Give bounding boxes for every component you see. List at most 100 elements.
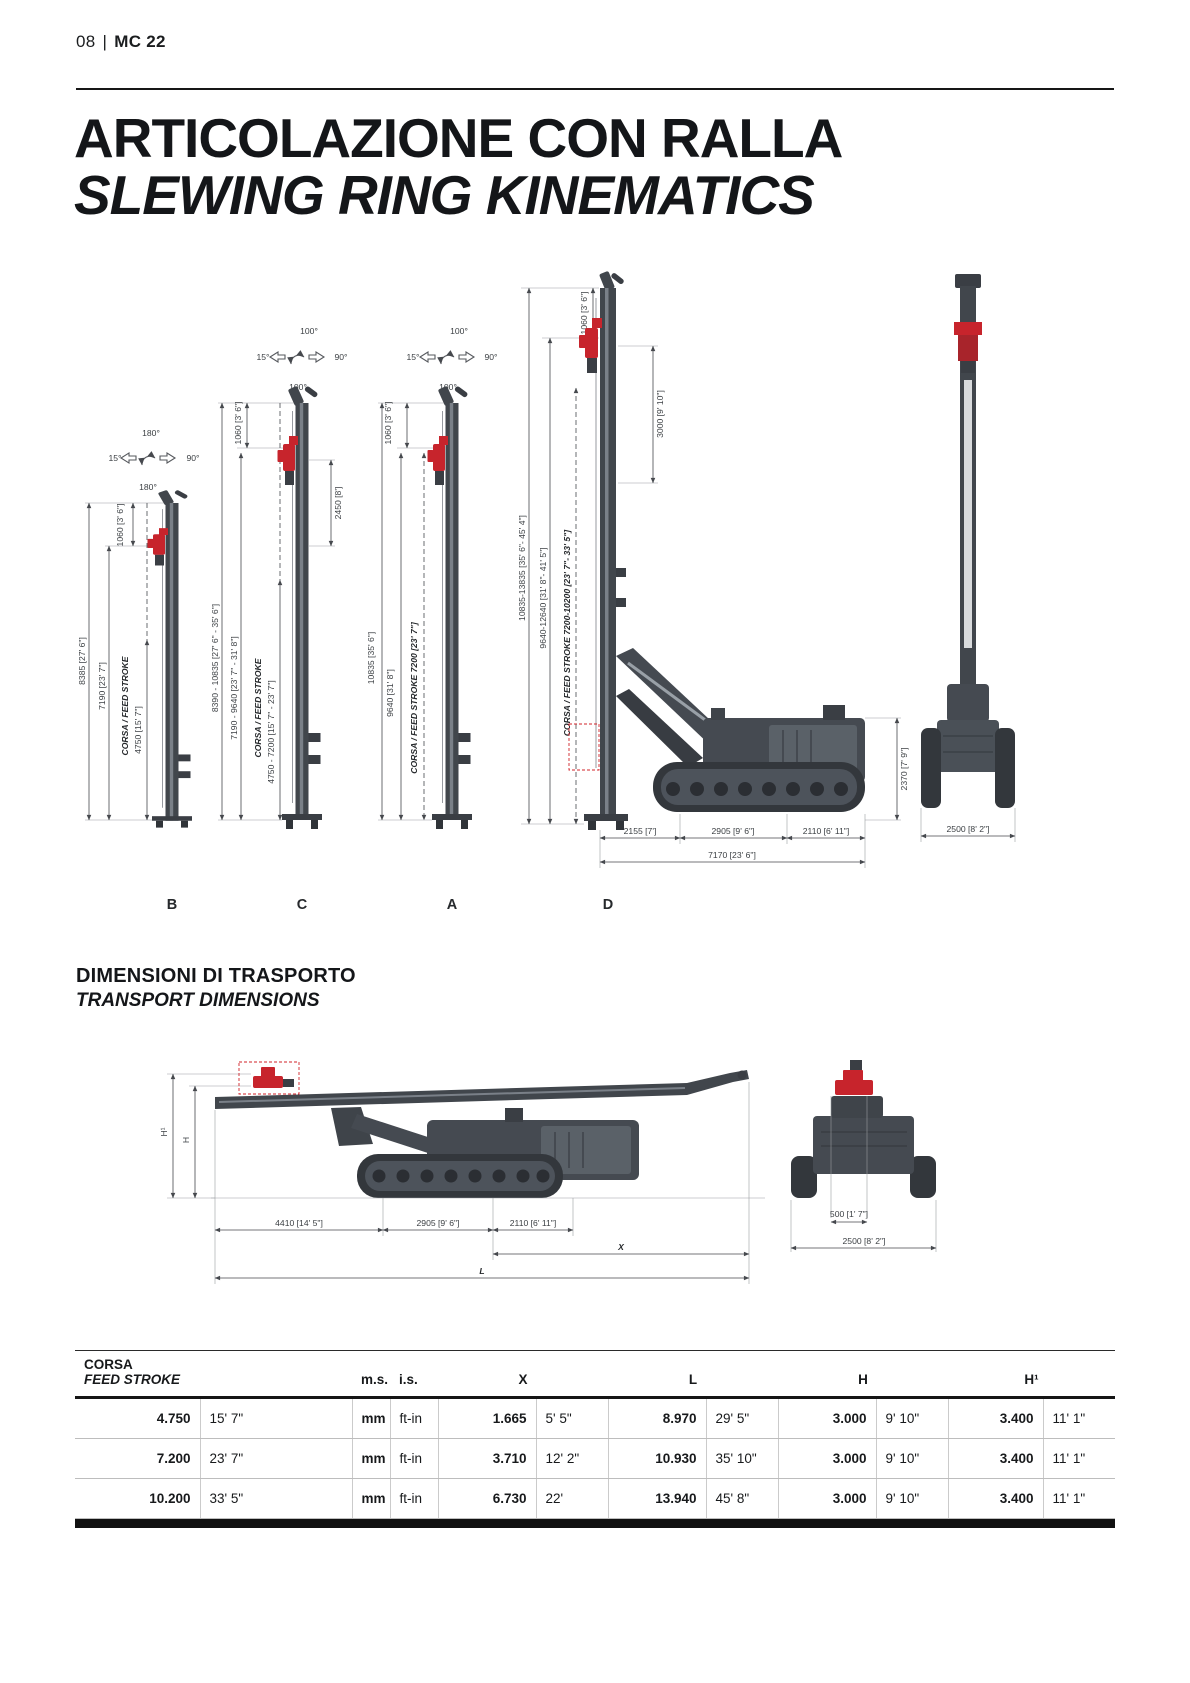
header-corsa-en: FEED STROKE <box>84 1372 181 1387</box>
dim-h1-label: H¹ <box>159 1127 169 1136</box>
dim-a-mid: 9640 [31' 8"] <box>385 669 395 717</box>
kinematics-figure: 180° 15° 90° 180° 8385 [27' 6"] 7190 [23… <box>77 271 1016 913</box>
transport-section-title: DIMENSIONI DI TRASPORTO TRANSPORT DIMENS… <box>76 963 356 1014</box>
header-is: i.s. <box>390 1350 439 1399</box>
dim-d-7170: 7170 [23' 6"] <box>708 850 756 860</box>
cell-h1-ft: 11' 1" <box>1042 1397 1116 1439</box>
dimensions-table: CORSA FEED STROKE m.s. i.s. X L H H¹ 4.7… <box>75 1350 1116 1519</box>
header-corsa: CORSA FEED STROKE <box>75 1350 353 1399</box>
dimensions-height <box>167 1073 251 1199</box>
dim-c-feed-value: 4750 - 7200 [15' 7" - 23' 7"] <box>266 680 276 784</box>
angle-a-left: 15° <box>407 352 420 362</box>
dim-d-feed-combined: CORSA / FEED STROKE 7200-10200 [23' 7"- … <box>562 529 572 736</box>
cell-l-mm: 10.930 <box>607 1438 707 1479</box>
dim-c-head: 1060 [3' 6"] <box>233 402 243 445</box>
rotate-arrow-icon <box>287 350 305 365</box>
dim-d-mid: 9640-12640 [31' 8"- 41' 5"] <box>538 547 548 648</box>
dim-500: 500 [1' 7"] <box>830 1209 868 1219</box>
transport-side-view: H¹ H <box>159 1061 765 1284</box>
angle-b-left: 15° <box>109 453 122 463</box>
dim-d-total: 10835-13835 [35' 6"- 45' 4"] <box>517 515 527 621</box>
transport-figure: H¹ H <box>159 1060 937 1284</box>
page-divider: | <box>102 32 108 51</box>
cell-x-mm: 6.730 <box>437 1478 537 1519</box>
dim-rear-width: 2500 [8' 2"] <box>947 824 990 834</box>
header-h1: H¹ <box>948 1350 1116 1399</box>
cell-l-ft: 29' 5" <box>705 1397 779 1439</box>
dim-d-2905: 2905 [9' 6"] <box>712 826 755 836</box>
cell-h-mm: 3.000 <box>777 1478 877 1519</box>
cell-x-ft: 5' 5" <box>535 1397 609 1439</box>
dimensions-a <box>378 402 445 821</box>
cell-x-ft: 22' <box>535 1478 609 1519</box>
cell-l-mm: 13.940 <box>607 1478 707 1519</box>
page-header: 08|MC 22 <box>76 32 166 52</box>
cell-is: ft-in <box>389 1438 439 1479</box>
cell-x-mm: 1.665 <box>437 1397 537 1439</box>
cell-x-ft: 12' 2" <box>535 1438 609 1479</box>
cell-l-ft: 35' 10" <box>705 1438 779 1479</box>
cell-h-ft: 9' 10" <box>875 1478 949 1519</box>
cell-ms: mm <box>351 1478 391 1519</box>
cell-stroke-ft: 33' 5" <box>199 1478 353 1519</box>
dim-a-total: 10835 [35' 6"] <box>366 632 376 684</box>
cell-x-mm: 3.710 <box>437 1438 537 1479</box>
cell-h1-ft: 11' 1" <box>1042 1478 1116 1519</box>
header-corsa-it: CORSA <box>84 1357 133 1372</box>
page-number: 08 <box>76 32 96 51</box>
kinematic-view-c: 100° 15° 90° 100° 8390 - 10835 [27' 6" - <box>210 326 348 913</box>
rotate-arrow-icon <box>138 451 156 466</box>
cell-l-ft: 45' 8" <box>705 1478 779 1519</box>
carrier-drawing <box>616 648 865 812</box>
angle-c-bottom: 100° <box>289 382 307 392</box>
table-row-2: 7.200 23' 7" mm ft-in 3.710 12' 2" 10.93… <box>75 1438 1116 1479</box>
rear-machine-drawing <box>921 274 1015 808</box>
cell-h-ft: 9' 10" <box>875 1397 949 1439</box>
swing-right-arrow-icon <box>308 351 326 363</box>
mast-drawing-c <box>277 384 323 830</box>
angle-a-top: 100° <box>450 326 468 336</box>
dim-c-mid: 7190 - 9640 [23' 7" - 31' 8"] <box>229 636 239 740</box>
angle-b-top: 180° <box>142 428 160 438</box>
page-title-english: SLEWING RING KINEMATICS <box>74 164 815 227</box>
swing-right-arrow-icon <box>458 351 476 363</box>
dim-4410: 4410 [14' 5"] <box>275 1218 323 1228</box>
header-ms: m.s. <box>352 1350 391 1399</box>
kinematic-view-a: 100° 15° 90° 100° 10835 [35' 6"] 9640 [3… <box>366 326 498 913</box>
dim-b-feed-label: CORSA / FEED STROKE <box>120 656 130 755</box>
cell-h1-mm: 3.400 <box>947 1438 1044 1479</box>
cell-stroke-mm: 10.200 <box>75 1478 200 1519</box>
angle-c-right: 90° <box>335 352 348 362</box>
mast-drawing-b <box>147 489 193 829</box>
dimensions-length <box>214 1082 750 1284</box>
swing-right-arrow-icon <box>159 452 177 464</box>
kinematic-view-d: 10835-13835 [35' 6"- 45' 4"] 9640-12640 … <box>517 271 909 913</box>
kinematic-view-rear: 2500 [8' 2"] <box>920 274 1016 842</box>
dim-x-label: X <box>617 1242 625 1252</box>
cell-h-ft: 9' 10" <box>875 1438 949 1479</box>
page-title: ARTICOLAZIONE CON RALLA SLEWING RING KIN… <box>74 109 843 227</box>
cell-h-mm: 3.000 <box>777 1438 877 1479</box>
view-label-b: B <box>167 897 177 913</box>
dim-2500: 2500 [8' 2"] <box>843 1236 886 1246</box>
cell-l-mm: 8.970 <box>607 1397 707 1439</box>
header-l: L <box>608 1350 779 1399</box>
cell-stroke-ft: 15' 7" <box>199 1397 353 1439</box>
angle-a-right: 90° <box>485 352 498 362</box>
angle-c-top: 100° <box>300 326 318 336</box>
drifter-transport-outline <box>238 1061 300 1095</box>
angle-a-bottom: 100° <box>439 382 457 392</box>
dim-b-head: 1060 [3' 6"] <box>115 504 125 547</box>
header-x: X <box>438 1350 609 1399</box>
cell-ms: mm <box>351 1397 391 1439</box>
dimensions-b <box>85 502 165 821</box>
dimensions-c <box>218 402 335 821</box>
dimensions-rear-transport <box>790 1096 937 1252</box>
cell-stroke-mm: 7.200 <box>75 1438 200 1479</box>
dim-h-label: H <box>181 1137 191 1143</box>
dim-b-mid: 7190 [23' 7"] <box>97 662 107 710</box>
angle-b-right: 90° <box>187 453 200 463</box>
dim-a-feed-combined: CORSA / FEED STROKE 7200 [23' 7"] <box>409 621 419 774</box>
cell-h1-ft: 11' 1" <box>1042 1438 1116 1479</box>
